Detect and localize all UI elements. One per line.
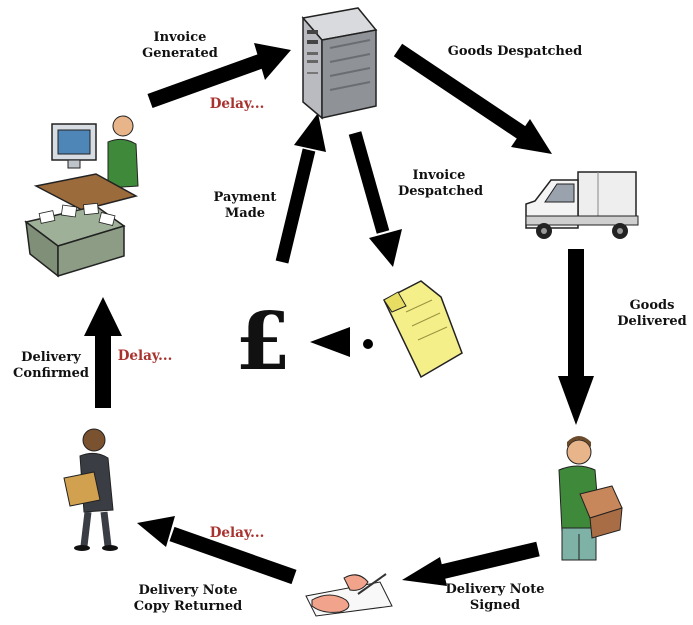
arrow-delivery-confirmed — [84, 297, 122, 408]
arrow-invoice-generated — [147, 43, 291, 109]
arrow-goods-despatched — [393, 43, 552, 154]
label-invoice-generated: Invoice Generated — [142, 30, 218, 61]
arrow-payment-to-currency — [310, 327, 373, 357]
delay-label-bottom: Delay... — [209, 525, 265, 541]
arrow-invoice-despatched — [348, 131, 402, 267]
label-goods-despatched: Goods Despatched — [447, 44, 583, 59]
businessman-with-box-icon — [63, 428, 118, 551]
label-delivery-confirmed: Delivery Confirmed — [13, 350, 89, 381]
arrow-payment-made — [275, 113, 326, 264]
label-invoice-despatched: Invoice Despatched — [398, 168, 484, 199]
label-delivery-note-copy-returned: Delivery Note Copy Returned — [133, 583, 243, 614]
hand-signing-note-icon — [305, 573, 393, 617]
label-goods-delivered: Goods Delivered — [617, 298, 687, 329]
delivery-van-icon — [525, 171, 639, 239]
server-tower-icon — [301, 7, 378, 120]
label-payment-made: Payment Made — [213, 190, 277, 221]
delay-label-left: Delay... — [117, 348, 173, 364]
arrow-delivery-note-copy-returned — [137, 516, 297, 585]
arrow-delivery-note-signed — [402, 541, 540, 586]
clerk-at-computer-icon — [24, 115, 139, 278]
label-delivery-note-signed: Delivery Note Signed — [445, 582, 545, 613]
delivery-man-with-box-icon — [558, 436, 623, 561]
delay-label-top: Delay... — [209, 96, 265, 112]
pound-currency-symbol: £ — [235, 294, 291, 388]
invoice-document-icon — [383, 280, 463, 379]
arrow-goods-delivered — [558, 249, 594, 425]
